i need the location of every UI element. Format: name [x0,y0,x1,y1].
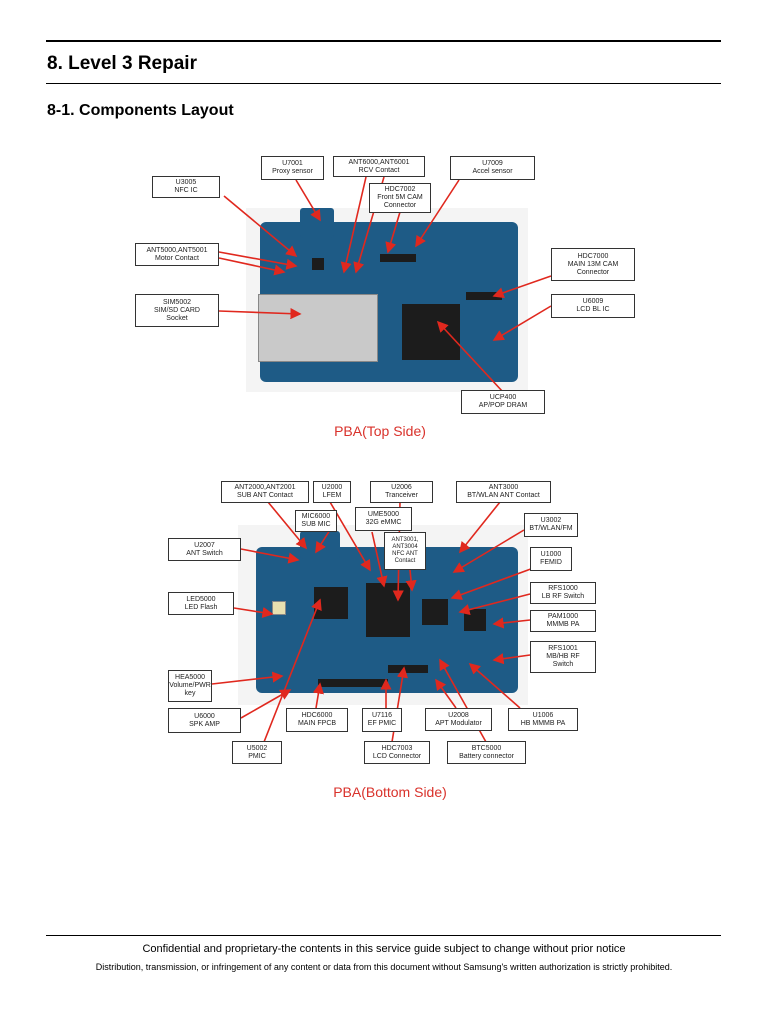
section-title: 8. Level 3 Repair [47,53,197,74]
top-connector-1 [380,254,416,262]
footer-distribution: Distribution, transmission, or infringem… [95,962,673,972]
caption-bottom: PBA(Bottom Side) [333,784,447,800]
title-rule [46,83,721,84]
footer-confidential: Confidential and proprietary-the content… [142,943,626,955]
footer-rule [46,935,721,936]
bottom-connector [318,679,388,687]
transceiver-chip [422,599,448,625]
caption-top: PBA(Top Side) [334,423,426,439]
subsection-title: 8-1. Components Layout [47,102,234,119]
top-rule [46,40,721,42]
lcd-connector [388,665,428,673]
pba-bottom-photo [238,525,528,705]
sim-socket [258,294,378,362]
top-connector-2 [466,292,502,300]
pba-top-photo [246,208,528,392]
top-small-chip [312,258,324,270]
ap-chip [402,304,460,360]
